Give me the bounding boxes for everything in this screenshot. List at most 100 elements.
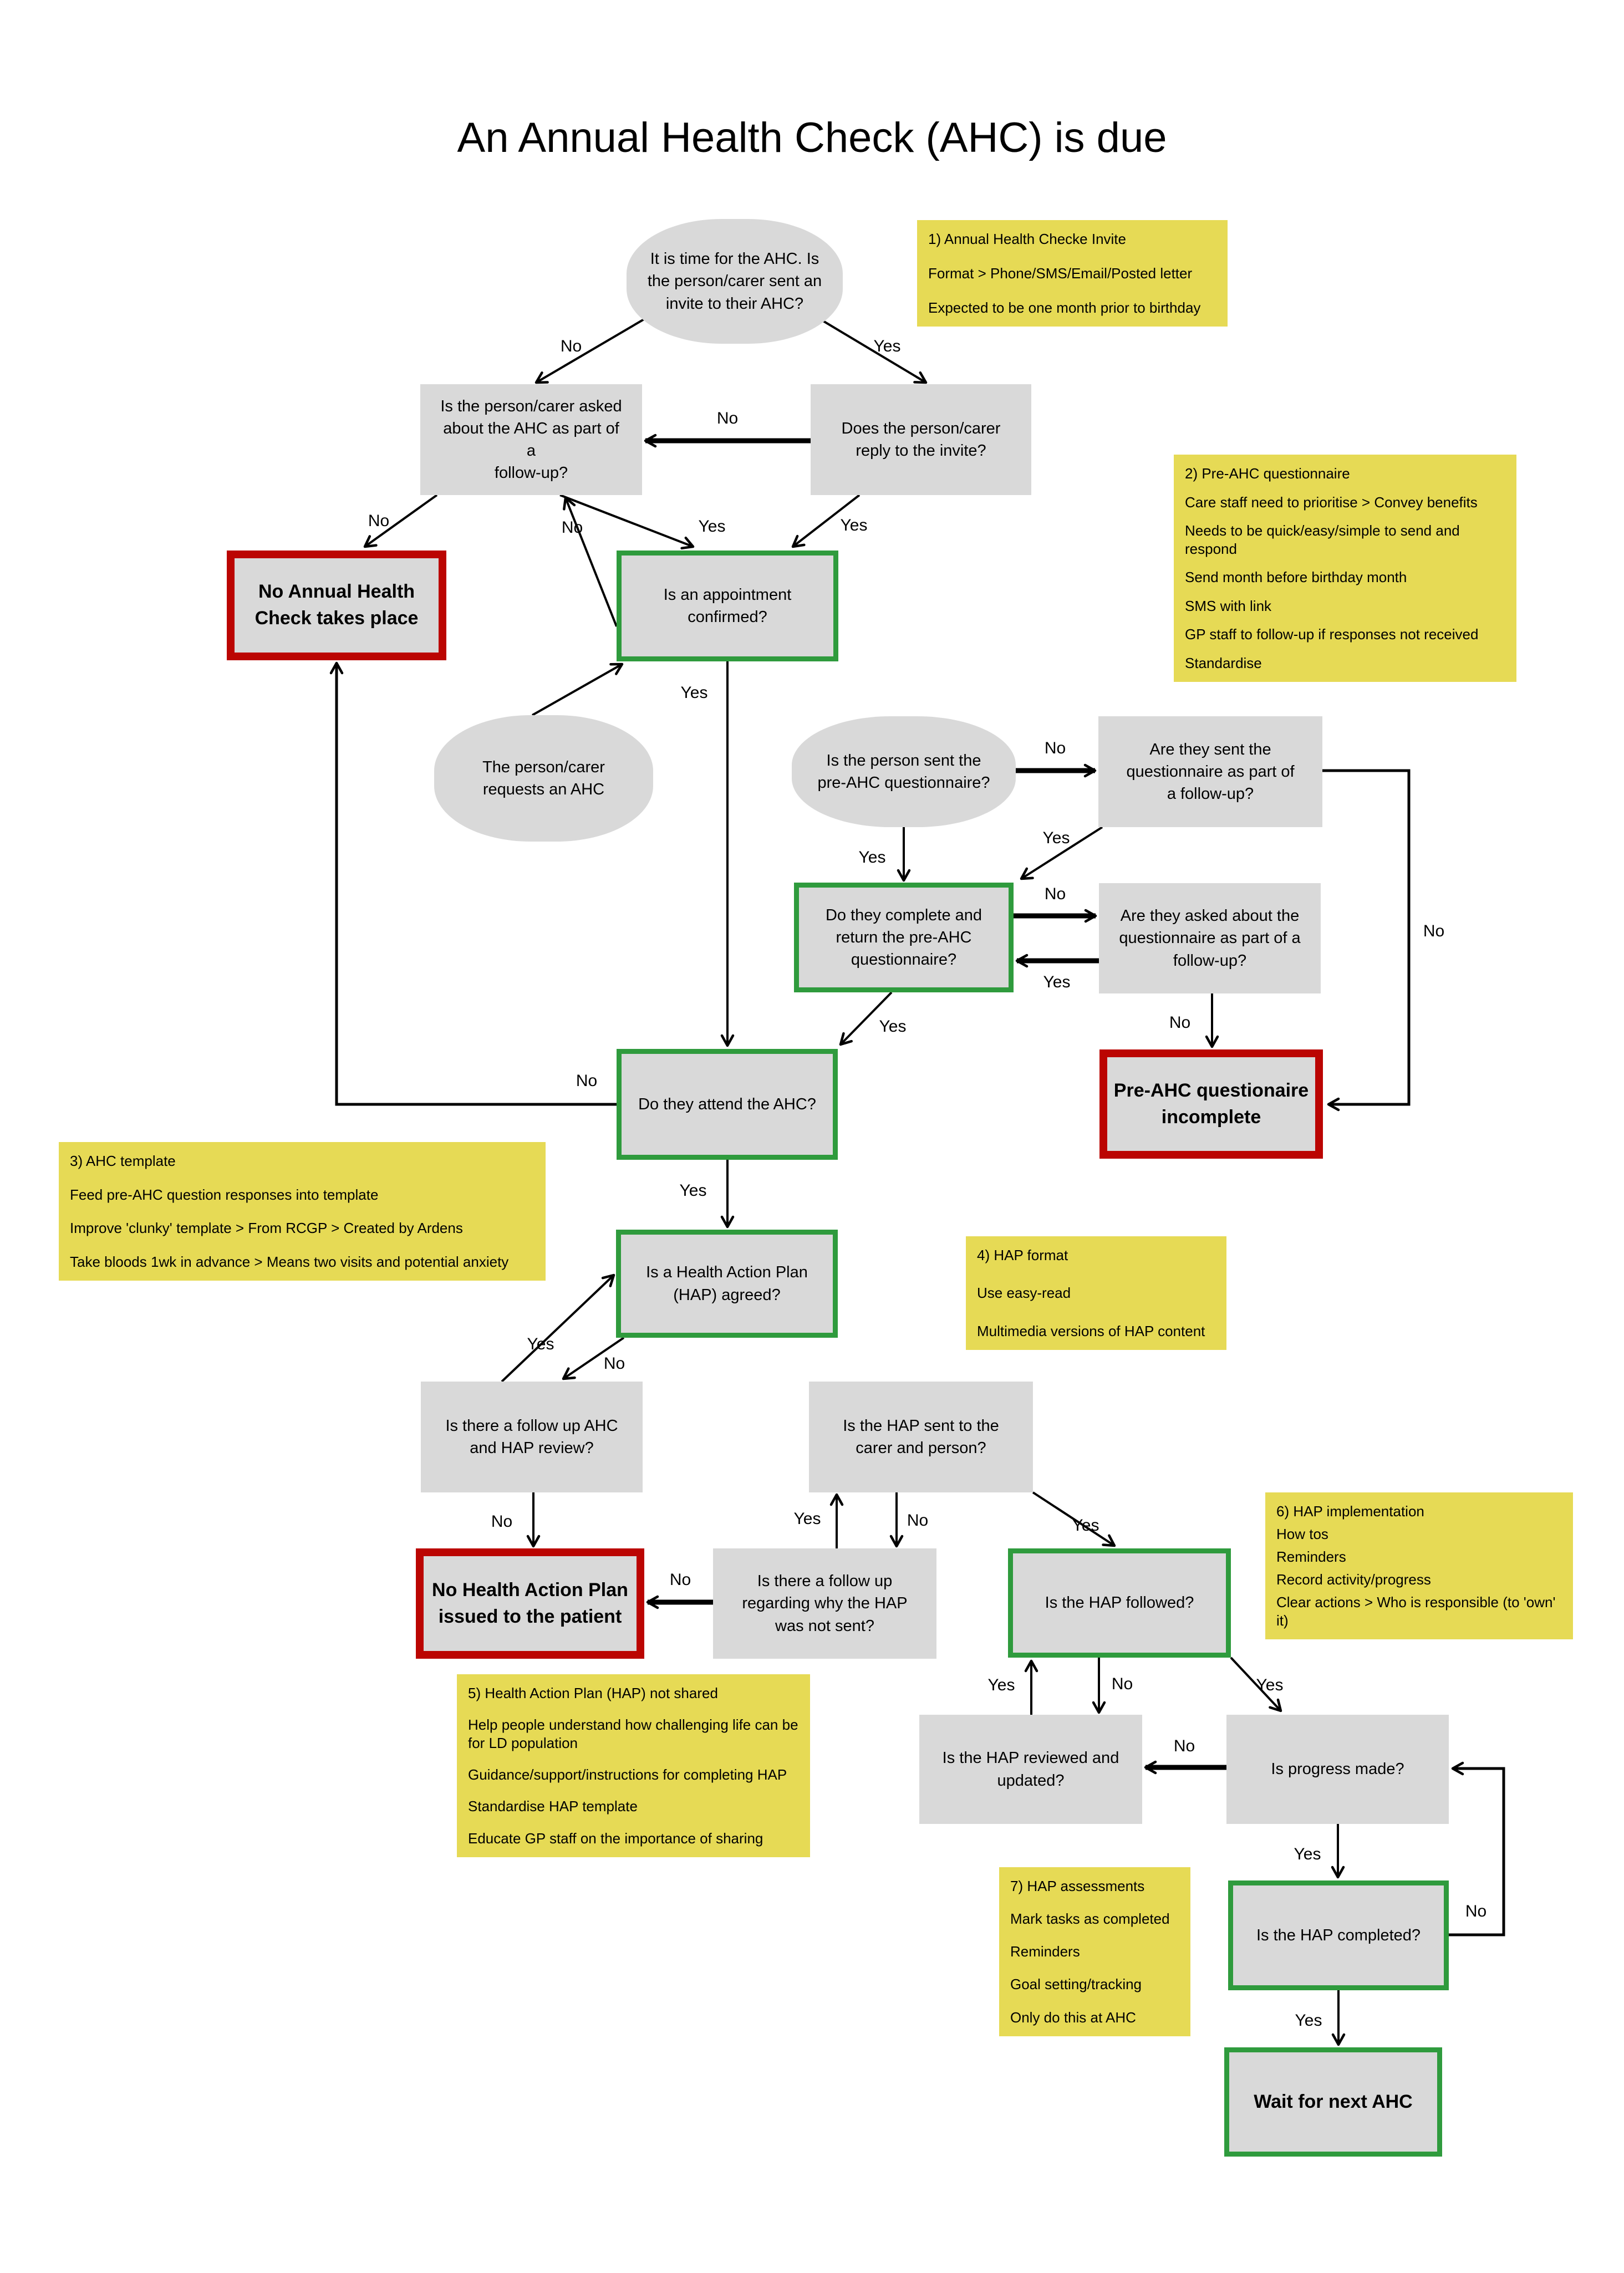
node-label: Is there a follow up regarding why the H…: [742, 1572, 908, 1635]
connector-arrow: [501, 1273, 615, 1383]
note-line: 7) HAP assessments: [1010, 1878, 1145, 1894]
edge-label-no: No: [1044, 739, 1066, 757]
node-no-hap-issued: No Health Action Plan issued to the pati…: [416, 1548, 644, 1659]
node-wait-next-ahc: Wait for next AHC: [1224, 2047, 1442, 2157]
node-label: It is time for the AHC. Is the person/ca…: [647, 250, 822, 313]
node-label: Is the HAP sent to the carer and person?: [843, 1416, 999, 1457]
node-no-ahc-takes-place: No Annual Health Check takes place: [227, 551, 446, 660]
note-line: Mark tasks as completed: [1010, 1910, 1170, 1928]
node-label: Is an appointment confirmed?: [663, 585, 792, 626]
node-asked-about-ahc: Is the person/carer asked about the AHC …: [420, 384, 642, 495]
note-line: 2) Pre-AHC questionnaire: [1185, 465, 1350, 482]
note-line: Reminders: [1276, 1548, 1346, 1565]
note-line: Goal setting/tracking: [1010, 1976, 1142, 1993]
connector-arrow: [562, 1337, 625, 1380]
edge-label-yes: Yes: [840, 516, 868, 534]
node-label: Is the HAP reviewed and updated?: [942, 1749, 1119, 1790]
node-label: Does the person/carer reply to the invit…: [841, 419, 1001, 460]
connector-arrow: [563, 496, 618, 627]
node-label: The person/carer requests an AHC: [482, 758, 605, 798]
connector-arrow: [532, 662, 624, 716]
edge-label-no: No: [1111, 1675, 1133, 1693]
note-line: Help people understand how challenging l…: [468, 1716, 798, 1751]
connector-arrow: [1230, 1657, 1282, 1713]
note-line: 6) HAP implementation: [1276, 1503, 1424, 1520]
node-requests-ahc: The person/carer requests an AHC: [434, 715, 653, 842]
edge-label-yes: Yes: [793, 1510, 821, 1528]
node-appointment-confirmed: Is an appointment confirmed?: [617, 551, 838, 661]
connector-arrow: [1322, 769, 1411, 1112]
node-label: Is progress made?: [1271, 1760, 1404, 1778]
node-progress-made: Is progress made?: [1226, 1715, 1449, 1824]
connector-arrow: [1020, 826, 1103, 880]
node-label: Pre-AHC questionaire incomplete: [1113, 1079, 1309, 1128]
node-label: Is the person/carer asked about the AHC …: [440, 397, 622, 482]
edge-label-yes: Yes: [527, 1335, 554, 1353]
note-line: 4) HAP format: [977, 1247, 1068, 1263]
note-line: How tos: [1276, 1526, 1328, 1542]
node-hap-completed: Is the HAP completed?: [1228, 1880, 1449, 1990]
connector-arrow: [1032, 1491, 1116, 1547]
edge-label-yes: Yes: [879, 1017, 907, 1036]
node-followup-why-not-sent: Is there a follow up regarding why the H…: [713, 1548, 936, 1659]
note-line: 1) Annual Health Checke Invite: [928, 231, 1126, 247]
note-line: Expected to be one month prior to birthd…: [928, 299, 1201, 316]
node-reply-to-invite: Does the person/carer reply to the invit…: [811, 384, 1031, 495]
edge-label-no: No: [716, 409, 739, 427]
edge-label-no: No: [491, 1512, 513, 1531]
node-sent-as-followup: Are they sent the questionnaire as part …: [1098, 716, 1322, 827]
connector-arrow: [559, 494, 695, 550]
note-line: Standardise: [1185, 654, 1262, 671]
edge-label-no: No: [1169, 1013, 1191, 1032]
edge-label-yes: Yes: [1043, 973, 1071, 991]
edge-label-no: No: [1423, 922, 1445, 940]
edge-label-no: No: [603, 1354, 625, 1373]
node-label: Is the person sent the pre-AHC questionn…: [817, 751, 990, 792]
note-line: Standardise HAP template: [468, 1798, 638, 1815]
node-invite-sent: It is time for the AHC. Is the person/ca…: [627, 219, 843, 344]
node-label: Is there a follow up AHC and HAP review?: [445, 1416, 618, 1457]
node-hap-reviewed-updated: Is the HAP reviewed and updated?: [919, 1715, 1142, 1824]
edge-label-yes: Yes: [698, 517, 726, 536]
node-attend-ahc: Do they attend the AHC?: [617, 1049, 838, 1160]
edge-label-no: No: [368, 512, 390, 530]
edge-label-no: No: [1173, 1737, 1195, 1755]
node-sent-pre-ahc-questionnaire: Is the person sent the pre-AHC questionn…: [792, 716, 1016, 827]
diagram-title: An Annual Health Check (AHC) is due: [457, 114, 1167, 161]
connector-arrow: [818, 318, 928, 384]
edge-label-yes: Yes: [1294, 1845, 1321, 1863]
note-line: Needs to be quick/easy/simple to send an…: [1185, 522, 1460, 557]
connector-arrow: [1449, 1761, 1505, 1936]
note-line: GP staff to follow-up if responses not r…: [1185, 626, 1479, 643]
connector-arrow: [839, 991, 893, 1046]
note-line: Feed pre-AHC question responses into tem…: [70, 1186, 379, 1203]
note-line: Multimedia versions of HAP content: [977, 1322, 1205, 1339]
connector-arrow: [363, 494, 438, 548]
note-line: 5) Health Action Plan (HAP) not shared: [468, 1685, 718, 1701]
note-line: Use easy-read: [977, 1285, 1071, 1302]
note-line: SMS with link: [1185, 597, 1272, 614]
note-line: Take bloods 1wk in advance > Means two v…: [70, 1253, 509, 1270]
node-asked-as-followup: Are they asked about the questionnaire a…: [1099, 883, 1321, 993]
edge-label-yes: Yes: [873, 337, 901, 355]
note-line: Reminders: [1010, 1943, 1080, 1960]
note-line: 3) AHC template: [70, 1153, 176, 1169]
node-label: Do they complete and return the pre-AHC …: [825, 906, 982, 969]
edge-label-yes: Yes: [1256, 1676, 1284, 1694]
connector-arrow: [791, 494, 861, 548]
edge-label-no: No: [1044, 885, 1066, 903]
node-hap-followed: Is the HAP followed?: [1008, 1548, 1231, 1658]
node-label: Do they attend the AHC?: [638, 1095, 816, 1113]
node-questionnaire-incomplete: Pre-AHC questionaire incomplete: [1099, 1049, 1323, 1159]
edge-label-no: No: [561, 518, 583, 537]
note-line: Format > Phone/SMS/Email/Posted letter: [928, 264, 1193, 282]
